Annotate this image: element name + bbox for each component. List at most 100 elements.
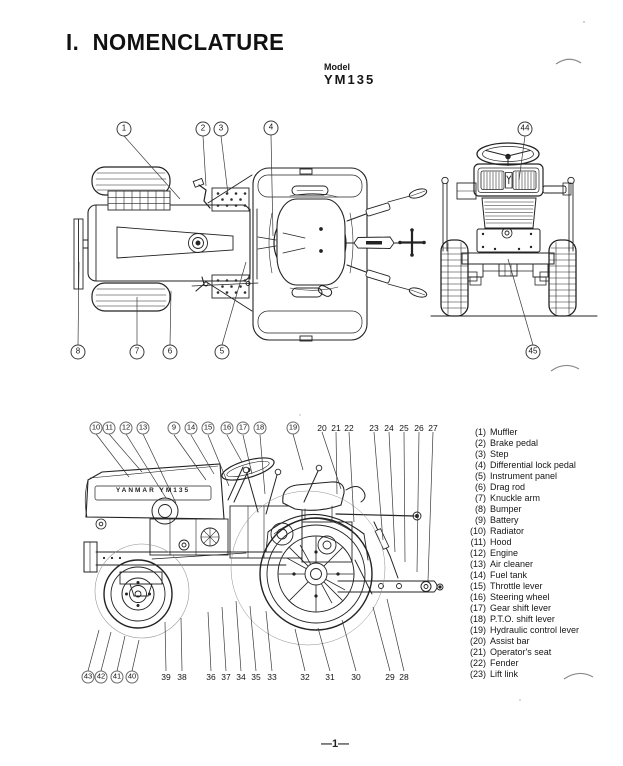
parts-list-item: (23)Lift link: [463, 669, 579, 680]
part-name: Hydraulic control lever: [490, 625, 580, 635]
part-name: Drag rod: [490, 482, 526, 492]
callout-23: 23: [369, 423, 379, 433]
scan-artifact-arcs: [550, 58, 594, 680]
callout-4: 4: [263, 120, 279, 136]
callout-11: 11: [102, 421, 116, 435]
part-number: (5): [475, 471, 486, 481]
part-number: (10): [469, 526, 486, 536]
part-name: Knuckle arm: [490, 493, 541, 503]
parts-list-item: (6) Drag rod: [463, 482, 579, 493]
part-name: Instrument panel: [490, 471, 558, 481]
parts-list: (1) Muffler(2)Brake pedal(3) Step (4) Differ…: [463, 427, 579, 680]
part-name: Steering wheel: [490, 592, 550, 602]
part-number: (14): [469, 570, 486, 580]
part-name: Lift link: [490, 669, 519, 679]
parts-list-item: (22)Fender: [463, 658, 579, 669]
parts-list-item: (11) Hood: [463, 537, 579, 548]
callout-36: 36: [206, 672, 216, 682]
part-name: Muffler: [490, 427, 518, 437]
callout-33: 33: [267, 672, 277, 682]
parts-list-item: (17) Gear shift lever: [463, 603, 579, 614]
callout-24: 24: [384, 423, 394, 433]
part-number: (7): [475, 493, 486, 503]
callout-44: 44: [517, 121, 533, 137]
parts-list-item: (20)Assist bar: [463, 636, 579, 647]
parts-list-item: (7) Knuckle arm: [463, 493, 579, 504]
callout-17: 17: [236, 421, 250, 435]
model-label: Model: [324, 62, 350, 72]
scan-specks: [299, 21, 585, 701]
parts-list-item: (10) Radiator: [463, 526, 579, 537]
part-name: Throttle lever: [490, 581, 543, 591]
part-name: Hood: [490, 537, 512, 547]
part-number: (21): [469, 647, 486, 657]
part-number: (6): [475, 482, 486, 492]
callout-6: 6: [162, 344, 178, 360]
part-number: (4): [475, 460, 486, 470]
part-name: Battery: [490, 515, 519, 525]
tractor-side-view-drawing: [83, 457, 444, 646]
callout-37: 37: [221, 672, 231, 682]
parts-list-item: (2)Brake pedal: [463, 438, 579, 449]
callout-22: 22: [344, 423, 354, 433]
callout-9: 9: [167, 421, 181, 435]
parts-list-item: (14)Fuel tank: [463, 570, 579, 581]
part-name: Radiator: [490, 526, 525, 536]
part-name: Brake pedal: [490, 438, 539, 448]
callout-3: 3: [213, 121, 229, 137]
callout-35: 35: [251, 672, 261, 682]
callout-19: 19: [286, 421, 300, 435]
callout-14: 14: [184, 421, 198, 435]
part-number: (9): [475, 515, 486, 525]
parts-list-item: (15) Throttle lever: [463, 581, 579, 592]
callout-29: 29: [385, 672, 395, 682]
parts-list-item: (4) Differential lock pedal: [463, 460, 579, 471]
callout-7: 7: [129, 344, 145, 360]
callout-42: 42: [94, 670, 108, 684]
parts-list-item: (1) Muffler: [463, 427, 579, 438]
leader-lines: [77, 134, 534, 672]
callout-1: 1: [116, 121, 132, 137]
part-number: (3): [475, 449, 486, 459]
part-number: (1): [475, 427, 486, 437]
callout-38: 38: [177, 672, 187, 682]
parts-list-item: (18)P.T.O. shift lever: [463, 614, 579, 625]
callout-34: 34: [236, 672, 246, 682]
callout-32: 32: [300, 672, 310, 682]
part-number: (16): [469, 592, 486, 602]
part-name: Fender: [490, 658, 519, 668]
part-name: Gear shift lever: [490, 603, 552, 613]
part-name: Bumper: [490, 504, 522, 514]
parts-list-item: (12)Engine: [463, 548, 579, 559]
parts-list-item: (3) Step: [463, 449, 579, 460]
part-name: Step: [490, 449, 509, 459]
part-name: Engine: [490, 548, 519, 558]
hood-brand-label: YANMAR YM135: [115, 487, 191, 494]
model-block: Model YM135: [324, 62, 375, 87]
parts-list-item: (8) Bumper: [463, 504, 579, 515]
parts-list-item: (21)Operator's seat: [463, 647, 579, 658]
callout-25: 25: [399, 423, 409, 433]
parts-list-item: (19)Hydraulic control lever: [463, 625, 579, 636]
callout-26: 26: [414, 423, 424, 433]
part-number: (17): [469, 603, 486, 613]
callout-20: 20: [317, 423, 327, 433]
page-number: —1—: [320, 738, 350, 750]
part-number: (8): [475, 504, 486, 514]
callout-12: 12: [119, 421, 133, 435]
callout-13: 13: [136, 421, 150, 435]
callout-41: 41: [110, 670, 124, 684]
parts-list-item: (13)Air cleaner: [463, 559, 579, 570]
part-number: (15): [469, 581, 486, 591]
part-name: Differential lock pedal: [490, 460, 576, 470]
tractor-top-view-drawing: [73, 166, 428, 342]
part-name: P.T.O. shift lever: [490, 614, 555, 624]
callout-15: 15: [201, 421, 215, 435]
tractor-front-view-drawing: [430, 142, 598, 317]
callout-30: 30: [351, 672, 361, 682]
parts-list-item: (9) Battery: [463, 515, 579, 526]
part-number: (11): [470, 537, 486, 547]
callout-16: 16: [220, 421, 234, 435]
callout-45: 45: [525, 344, 541, 360]
